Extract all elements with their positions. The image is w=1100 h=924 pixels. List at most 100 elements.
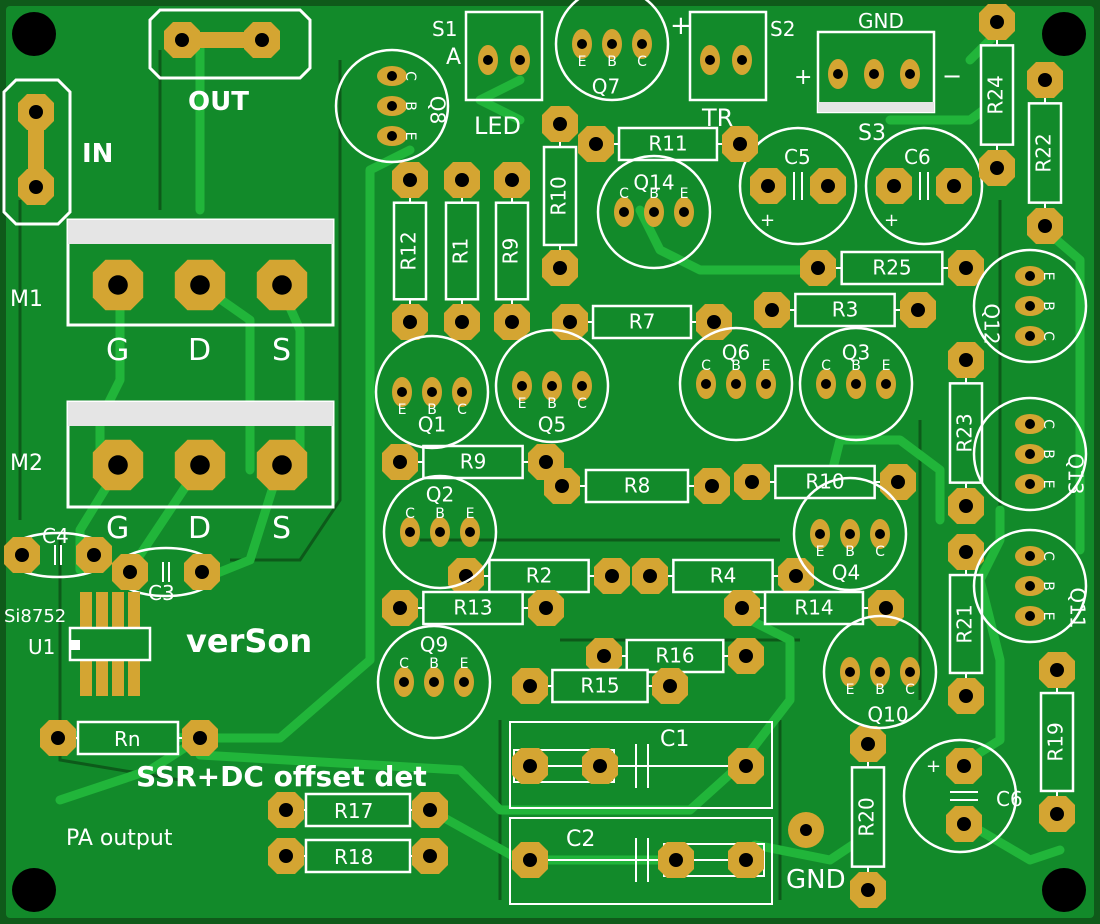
pin-label: E xyxy=(846,682,855,698)
pin-label: B xyxy=(1040,449,1056,459)
pin-label: C xyxy=(1040,331,1056,341)
transistor-q5: E B C Q5 xyxy=(494,328,610,444)
q5-label: Q5 xyxy=(538,413,566,437)
out-label: OUT xyxy=(188,87,249,117)
pa-output-label: PA output xyxy=(66,826,173,851)
pin-label: B xyxy=(731,358,741,374)
connector-s3: GND + − S3 xyxy=(794,9,962,146)
gnd-bottom-label: GND xyxy=(786,865,846,895)
r14-label: R14 xyxy=(794,596,833,620)
pin-label: E xyxy=(1040,612,1056,621)
r25-label: R25 xyxy=(872,256,911,280)
pin-label: E xyxy=(1040,480,1056,489)
c1-label: C1 xyxy=(660,727,689,752)
pin-label: E xyxy=(816,544,825,560)
pin-label: B xyxy=(1040,581,1056,591)
c6-label: C6 xyxy=(904,145,931,169)
resistor-r12: R12 xyxy=(392,162,428,340)
pin-label: B xyxy=(427,402,437,418)
pin-label: B xyxy=(851,358,861,374)
s3-label: S3 xyxy=(858,121,886,146)
pin-label: B xyxy=(547,396,557,412)
cap-c6-top: + C6 xyxy=(864,126,984,246)
resistor-r23: R23 xyxy=(948,342,984,524)
u1-part-label: Si8752 xyxy=(4,606,66,627)
pin-label: C xyxy=(405,506,415,522)
s3-plus-label: + xyxy=(794,65,812,90)
pin-label: C xyxy=(399,656,409,672)
pin-label: E xyxy=(762,358,771,374)
led-label: LED xyxy=(474,112,521,140)
resistor-r9: R9 xyxy=(382,444,564,480)
resistor-r18: R18 xyxy=(268,838,448,874)
ic-u1: Si8752 U1 verSon xyxy=(4,592,312,696)
s1-label: S1 xyxy=(432,17,457,41)
pin-label: C xyxy=(577,396,587,412)
c5-plus: + xyxy=(760,210,775,231)
q1-label: Q1 xyxy=(418,413,446,437)
r18-label: R18 xyxy=(334,845,373,869)
resistor-r14: R14 xyxy=(724,590,904,626)
m1-gate-label: G xyxy=(106,333,129,368)
r12-label: R12 xyxy=(397,231,421,270)
pin-label: E xyxy=(398,402,407,418)
m2-drain-label: D xyxy=(188,511,211,546)
r24-label: R24 xyxy=(984,75,1008,114)
gnd-test-point: GND xyxy=(786,812,846,895)
q12-label: Q12 xyxy=(980,303,1004,344)
resistor-r3: R3 xyxy=(754,292,936,328)
pin-label: C xyxy=(457,402,467,418)
r13-label: R13 xyxy=(453,596,492,620)
m1-source-label: S xyxy=(272,333,291,368)
in-label: IN xyxy=(82,139,113,169)
pin-label: C xyxy=(875,544,885,560)
s3-minus-label: − xyxy=(942,62,962,90)
cap-c6-bottom: + C6 xyxy=(902,738,1023,854)
pin-label: E xyxy=(680,186,689,202)
resistor-r24: R24 xyxy=(979,4,1015,186)
pin-label: E xyxy=(1040,272,1056,281)
r9-label: R9 xyxy=(460,450,487,474)
pin-label: E xyxy=(578,54,587,70)
pin-label: B xyxy=(429,656,439,672)
connector-s1: S1 A LED xyxy=(432,10,544,140)
pin-label: C xyxy=(619,186,629,202)
pin-label: E xyxy=(460,656,469,672)
c2-label: C2 xyxy=(566,827,595,852)
cap-c3: C3 xyxy=(112,546,220,605)
s2-plus-label: + xyxy=(670,11,692,41)
pin-label: E xyxy=(518,396,527,412)
u1-label: U1 xyxy=(28,635,55,659)
resistor-r7: R7 xyxy=(552,304,732,340)
resistor-r8: R8 xyxy=(544,468,730,504)
resistor-r25: R25 xyxy=(800,250,984,286)
resistor-r20: R20 xyxy=(850,726,886,908)
s1-sub-label: A xyxy=(446,45,461,70)
m2-gate-label: G xyxy=(106,511,129,546)
q4-label: Q4 xyxy=(832,561,860,585)
c6b-plus: + xyxy=(926,756,941,777)
pin-label: C xyxy=(821,358,831,374)
r10-label: R10 xyxy=(547,176,571,215)
ssr-label: SSR+DC offset det xyxy=(136,760,427,793)
m1-label: M1 xyxy=(10,287,43,312)
m2-label: M2 xyxy=(10,451,43,476)
r22-label: R22 xyxy=(1032,133,1056,172)
q6-label: Q6 xyxy=(722,341,750,365)
r15-label: R15 xyxy=(580,674,619,698)
r7-label: R7 xyxy=(629,310,656,334)
q7-label: Q7 xyxy=(592,75,620,99)
q2-label: Q2 xyxy=(426,483,454,507)
